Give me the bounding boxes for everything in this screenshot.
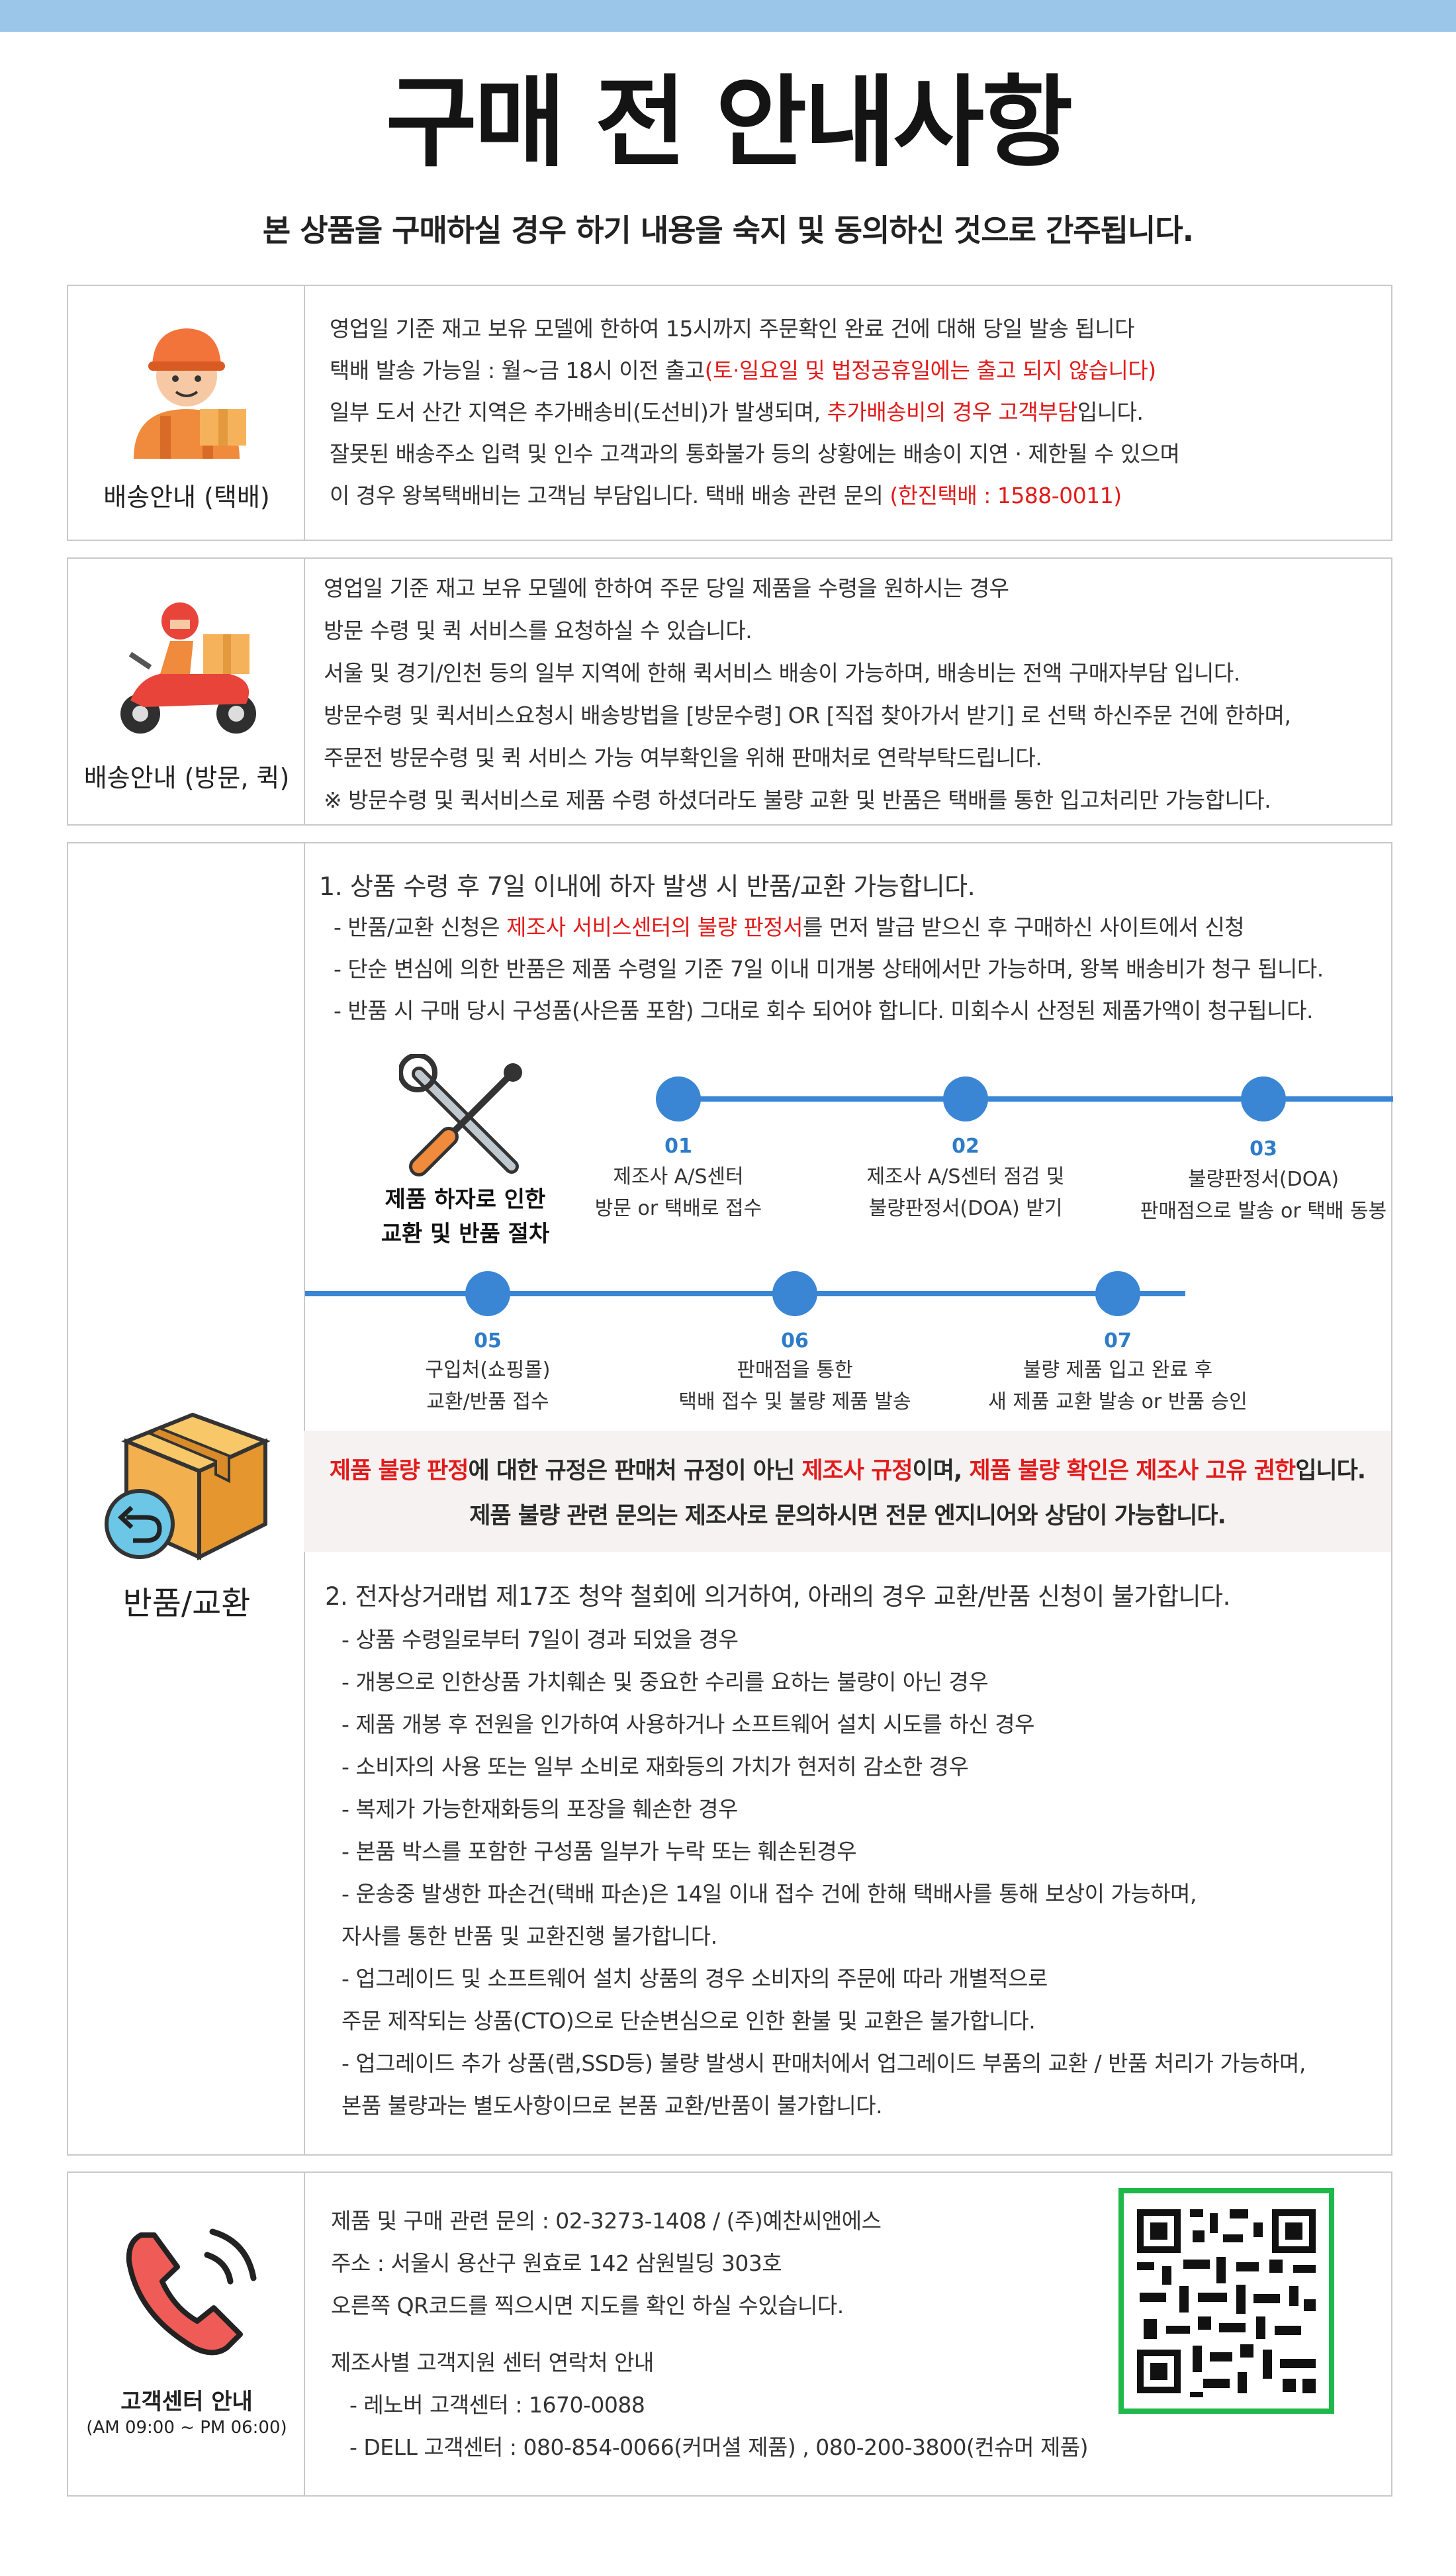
process-title-line-2: 교환 및 반품 절차 [381,1221,550,1247]
quick-line-4: 방문수령 및 퀵서비스요청시 배송방법을 [방문수령] OR [직접 찾아가서 … [324,702,1291,728]
courier-line-5: 이 경우 왕복택배비는 고객님 부담입니다. 택배 배송 관련 문의 (한진택배… [330,483,1122,508]
refusal-item-9-cont: 본품 불량과는 별도사항이므로 본품 교환/반품이 불가합니다. [341,2093,883,2119]
cs-label: 고객센터 안내 [120,2389,253,2415]
quick-label: 배송안내 (방문, 퀵) [83,763,290,792]
cs-line-5: - 레노버 고객센터 : 1670-0088 [349,2392,645,2418]
refusal-item-7-cont: 자사를 통한 반품 및 교환진행 불가합니다. [341,1923,717,1949]
step-07-dot [1095,1271,1140,1316]
process-title-line-1: 제품 하자로 인한 [385,1186,546,1213]
courier-line-3: 일부 도서 산간 지역은 추가배송비(도선비)가 발생되며, 추가배송비의 경우… [330,399,1144,425]
returns-heading-2: 2. 전자상거래법 제17조 청약 철회에 의거하여, 아래의 경우 교환/반품… [325,1582,1230,1611]
step-02-dot [943,1076,988,1121]
qr-code-icon [1137,2209,1316,2397]
refusal-item-6: - 본품 박스를 포함한 구성품 일부가 누락 또는 훼손된경우 [341,1838,857,1864]
step-01-num: 01 [664,1135,692,1158]
quick-line-2: 방문 수령 및 퀵 서비스를 요청하실 수 있습니다. [324,618,752,644]
phone-ringing-icon [126,2228,257,2356]
quick-section: 배송안내 (방문, 퀵) 영업일 기준 재고 보유 모델에 한하여 주문 당일 … [67,557,1392,826]
timeline-bottom [305,1291,1185,1296]
step-03-num: 03 [1250,1137,1277,1161]
courier-label: 배송안내 (택배) [103,483,270,512]
courier-line-4: 잘못된 배송주소 입력 및 인수 고객과의 통화불가 등의 상황에는 배송이 지… [330,441,1180,467]
tools-icon [399,1054,522,1176]
refusal-item-1: - 상품 수령일로부터 7일이 경과 되었을 경우 [341,1627,739,1652]
page-subtitle: 본 상품을 구매하실 경우 하기 내용을 숙지 및 동의하신 것으로 간주됩니다… [262,213,1194,248]
quick-line-5: 주문전 방문수령 및 퀵 서비스 가능 여부확인을 위해 판매처로 연락부탁드립… [324,745,1042,771]
refusal-item-2: - 개봉으로 인한상품 가치훼손 및 중요한 수리를 요하는 불량이 아닌 경우 [341,1669,989,1695]
quick-line-3: 서울 및 경기/인천 등의 일부 지역에 한해 퀵서비스 배송이 가능하며, 배… [324,660,1240,686]
refusal-item-8: - 업그레이드 및 소프트웨어 설치 상품의 경우 소비자의 주문에 따라 개별… [341,1966,1048,1991]
cs-line-2: 주소 : 서울시 용산구 원효로 142 삼원빌딩 303호 [331,2250,782,2276]
qr-code[interactable] [1118,2188,1334,2414]
step-03-dot [1241,1076,1286,1121]
cs-line-1: 제품 및 구매 관련 문의 : 02-3273-1408 / (주)예찬씨앤에스 [331,2208,882,2234]
quick-side: 배송안내 (방문, 퀵) [68,559,305,824]
quick-line-1: 영업일 기준 재고 보유 모델에 한하여 주문 당일 제품을 수령을 원하시는 … [324,575,1009,601]
courier-line-1: 영업일 기준 재고 보유 모델에 한하여 15시까지 주문확인 완료 건에 대해… [330,316,1134,342]
returns-rule-3: - 반품 시 구매 당시 구성품(사은품 포함) 그대로 회수 되어야 합니다.… [334,998,1313,1024]
step-07-num: 07 [1104,1329,1132,1353]
delivery-person-icon [134,328,246,459]
notice-line-1: 제품 불량 판정에 대한 규정은 판매처 규정이 아닌 제조사 규정이며, 제품… [329,1458,1366,1484]
refusal-item-8-cont: 주문 제작되는 상품(CTO)으로 단순변심으로 인한 환불 및 교환은 불가합… [341,2008,1036,2034]
step-05-dot [465,1271,510,1316]
refusal-item-4: - 소비자의 사용 또는 일부 소비로 재화등의 가치가 현저히 감소한 경우 [341,1754,969,1780]
step-05-text: 구입처(쇼핑몰)교환/반품 접수 [425,1359,551,1413]
refusal-item-9: - 업그레이드 추가 상품(램,SSD등) 불량 발생시 판매처에서 업그레이드… [341,2050,1306,2076]
step-06-dot [772,1271,817,1316]
step-05-num: 05 [474,1329,502,1353]
courier-section: 배송안내 (택배) 영업일 기준 재고 보유 모델에 한하여 15시까지 주문확… [67,285,1392,541]
courier-side: 배송안내 (택배) [68,286,305,540]
returns-rule-1: - 반품/교환 신청은 제조사 서비스센터의 불량 판정서를 먼저 발급 받으신… [334,914,1245,940]
return-box-icon [105,1412,271,1560]
cs-side: 고객센터 안내 (AM 09:00 ~ PM 06:00) [68,2173,305,2495]
returns-side: 반품/교환 [68,843,305,2154]
timeline-top [678,1096,1393,1102]
refusal-item-7: - 운송중 발생한 파손건(택배 파손)은 14일 이내 접수 건에 한해 택배… [341,1881,1197,1907]
quick-line-6: ※ 방문수령 및 퀵서비스로 제품 수령 하셨더라도 불량 교환 및 반품은 택… [324,787,1271,813]
page-title: 구매 전 안내사항 [385,66,1073,181]
returns-heading-1: 1. 상품 수령 후 7일 이내에 하자 발생 시 반품/교환 가능합니다. [319,872,976,901]
process-title: 제품 하자로 인한 교환 및 반품 절차 [359,1182,571,1251]
cs-line-4: 제조사별 고객지원 센터 연락처 안내 [331,2350,654,2375]
returns-label: 반품/교환 [122,1585,251,1622]
step-06-num: 06 [781,1329,809,1353]
courier-line-2: 택배 발송 가능일 : 월~금 18시 이전 출고(토·일요일 및 법정공휴일에… [330,358,1156,383]
refusal-item-5: - 복제가 가능한재화등의 포장을 훼손한 경우 [341,1796,738,1822]
step-02-num: 02 [952,1135,979,1158]
scooter-delivery-icon [120,602,256,734]
notice-line-2: 제품 불량 관련 문의는 제조사로 문의하시면 전문 엔지니어와 상담이 가능합… [469,1503,1226,1529]
cs-line-3: 오른쪽 QR코드를 찍으시면 지도를 확인 하실 수있습니다. [331,2293,844,2318]
cs-hours: (AM 09:00 ~ PM 06:00) [86,2418,287,2438]
cs-line-6: - DELL 고객센터 : 080-854-0066(커머셜 제품) , 080… [349,2434,1089,2460]
step-03-text: 불량판정서(DOA)판매점으로 발송 or 택배 동봉 [1140,1168,1387,1223]
top-band [0,0,1456,32]
refusal-item-3: - 제품 개봉 후 전원을 인가하여 사용하거나 소프트웨어 설치 시도를 하신… [341,1711,1034,1737]
defect-notice: 제품 불량 판정에 대한 규정은 판매처 규정이 아닌 제조사 규정이며, 제품… [304,1431,1391,1552]
returns-section: 반품/교환 1. 상품 수령 후 7일 이내에 하자 발생 시 반품/교환 가능… [67,842,1393,2156]
returns-rule-2: - 단순 변심에 의한 반품은 제품 수령일 기준 7일 이내 미개봉 상태에서… [334,956,1324,982]
step-01-dot [656,1076,701,1121]
